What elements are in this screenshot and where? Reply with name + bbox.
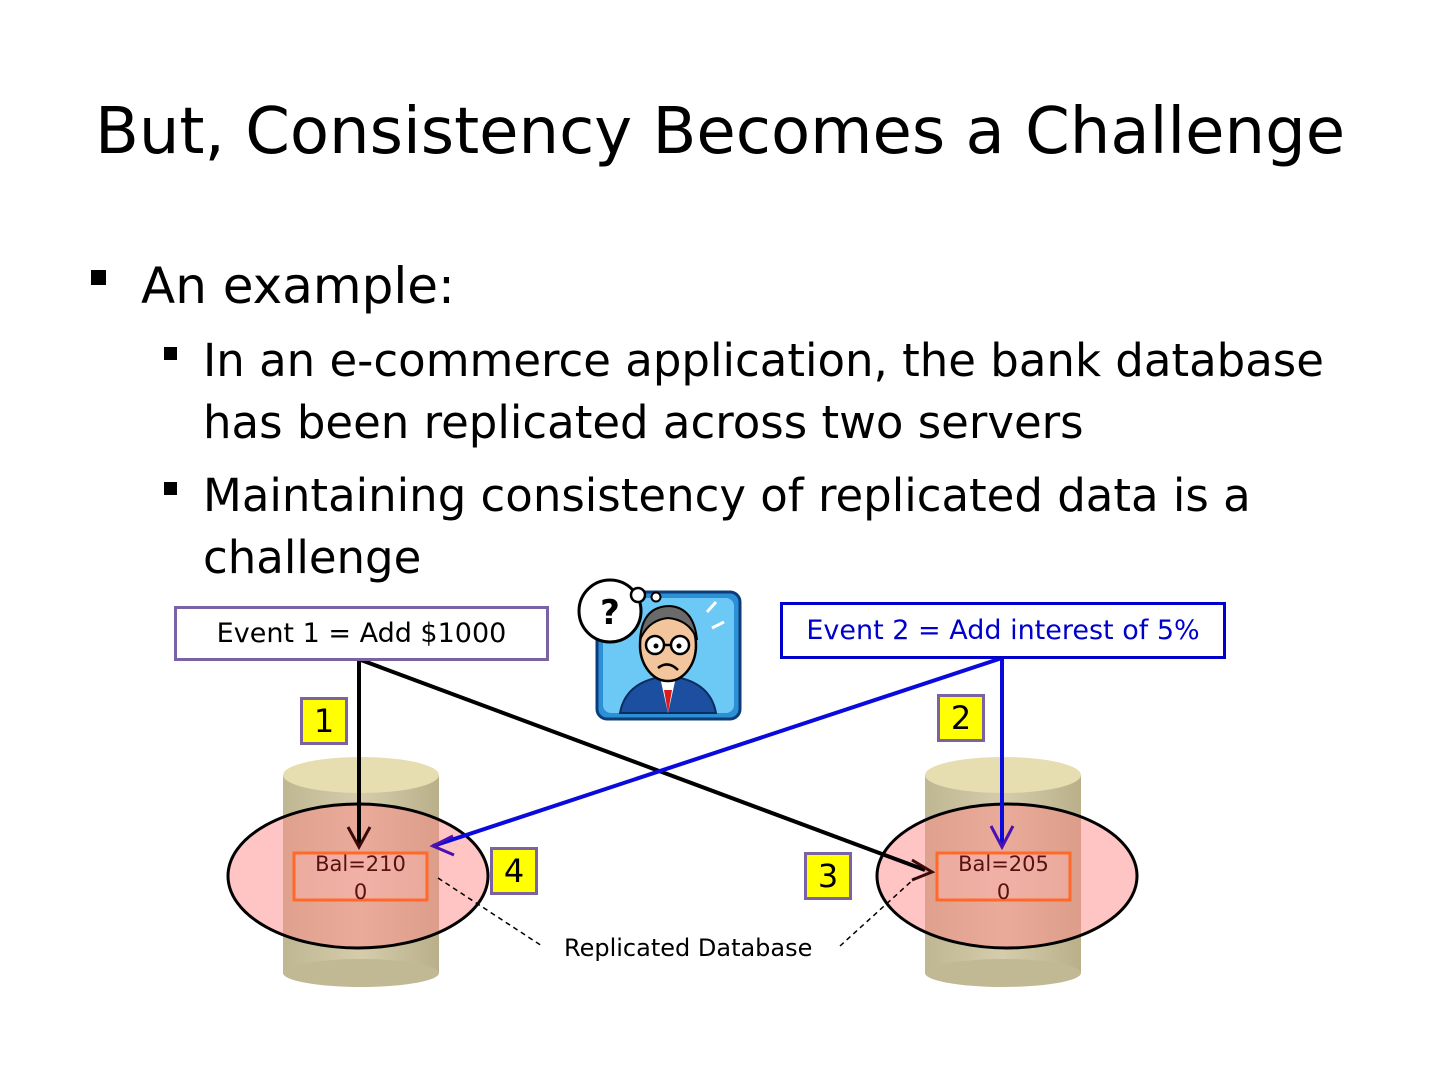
balance-left-line2: 0: [353, 880, 368, 904]
event1-arrows: [357, 658, 926, 872]
db-ellipse-right: [875, 802, 1139, 950]
bullet-marker-1: [91, 270, 106, 285]
event2-arrowhead-right: [989, 825, 1015, 851]
event1-arrowhead-left: [346, 826, 372, 851]
event1-label: Event 1 = Add $1000: [216, 618, 507, 649]
balance-right: Bal=205 0: [937, 850, 1070, 906]
event2-arrowhead-left: [429, 834, 455, 857]
caption-leaders: [437, 877, 916, 947]
step-3-badge: 3: [804, 852, 852, 900]
event2-box: Event 2 = Add interest of 5%: [780, 602, 1226, 659]
question-mark-glyph: ?: [600, 593, 620, 633]
event2-label: Event 2 = Add interest of 5%: [806, 615, 1200, 646]
event2-arrows: [432, 656, 1004, 848]
balance-right-line1: Bal=205: [958, 852, 1049, 876]
balance-left-line1: Bal=210: [315, 852, 406, 876]
balance-box-right: [935, 851, 1072, 902]
bullet-consistency-challenge: Maintaining consistency of replicated da…: [203, 469, 1251, 584]
step-4-badge: 4: [490, 847, 538, 895]
bullet-marker-2: [164, 347, 177, 360]
step-1-badge: 1: [300, 697, 348, 745]
step-2-badge: 2: [937, 694, 985, 742]
balance-right-line2: 0: [996, 880, 1011, 904]
balance-box-left: [292, 851, 429, 902]
bullet-marker-3: [164, 482, 177, 495]
confused-person-icon: [577, 578, 742, 721]
bullet-replicated-db: In an e-commerce application, the bank d…: [203, 334, 1324, 449]
replicated-database-caption: Replicated Database: [564, 934, 813, 962]
event1-box: Event 1 = Add $1000: [174, 606, 549, 661]
balance-left: Bal=210 0: [294, 850, 427, 906]
bullet-an-example: An example:: [141, 257, 455, 315]
slide-title: But, Consistency Becomes a Challenge: [94, 95, 1346, 169]
event1-arrowhead-right: [911, 858, 936, 882]
